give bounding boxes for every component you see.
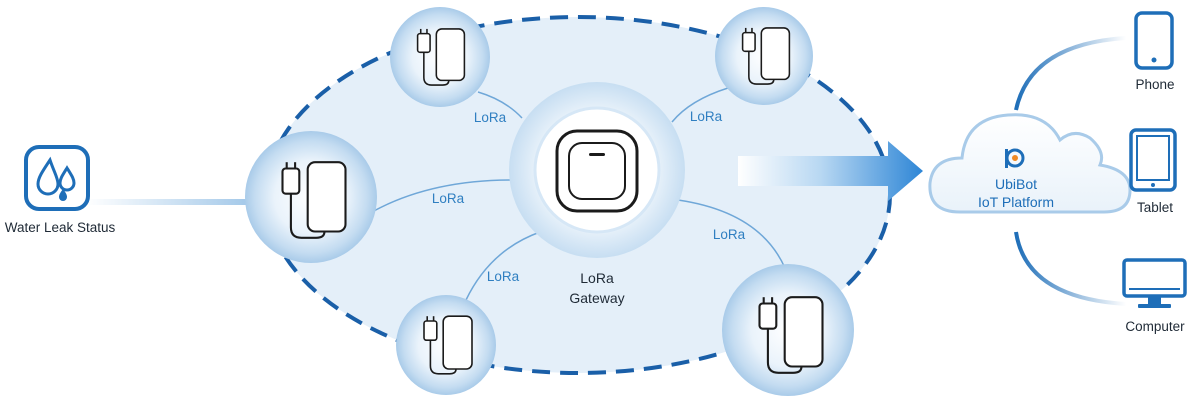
sensor-node-top-right: [715, 7, 813, 105]
device-computer: Computer: [1122, 258, 1187, 334]
link-label-bottom-left: LoRa: [487, 269, 520, 284]
ubibot-logo-icon: [1005, 148, 1025, 168]
lora-links: [371, 87, 786, 301]
gateway-label-line1: LoRa: [580, 270, 614, 286]
computer-icon: [1122, 258, 1187, 308]
water-leak-sensor-icon: [416, 28, 466, 86]
sensor-node-left: [245, 131, 377, 263]
phone-label: Phone: [1135, 77, 1174, 92]
water-leak-status-label: Water Leak Status: [5, 220, 116, 235]
device-tablet: Tablet: [1129, 128, 1177, 215]
lora-network: LoRa LoRa LoRa LoRa LoRa LoRa Gateway: [245, 7, 892, 396]
sensor-node-bottom-left: [396, 295, 496, 395]
gateway-icon: [555, 129, 639, 213]
computer-label: Computer: [1125, 319, 1185, 334]
water-leak-status-node: Water Leak Status: [5, 145, 256, 235]
tablet-label: Tablet: [1137, 200, 1173, 215]
device-phone: Phone: [1134, 11, 1175, 92]
iot-platform-cloud: UbiBot IoT Platform: [928, 113, 1132, 214]
water-drops-icon: [24, 145, 90, 211]
link-label-top-left: LoRa: [474, 110, 507, 125]
leak-connector-line: [86, 199, 256, 205]
platform-name-line2: IoT Platform: [978, 194, 1054, 210]
link-label-top-right: LoRa: [690, 109, 723, 124]
lora-gateway: LoRa Gateway: [509, 82, 685, 306]
tablet-icon: [1129, 128, 1177, 192]
data-flow-arrow: [738, 141, 923, 201]
platform-name-line1: UbiBot: [995, 176, 1037, 192]
link-label-right: LoRa: [713, 227, 746, 242]
gateway-label-line2: Gateway: [569, 290, 624, 306]
phone-icon: [1134, 11, 1174, 70]
water-leak-sensor-icon: [741, 27, 791, 85]
link-label-left: LoRa: [432, 191, 465, 206]
device-connectors: [1014, 36, 1127, 306]
sensor-node-top-left: [390, 7, 490, 107]
sensor-node-bottom-right: [722, 264, 854, 396]
